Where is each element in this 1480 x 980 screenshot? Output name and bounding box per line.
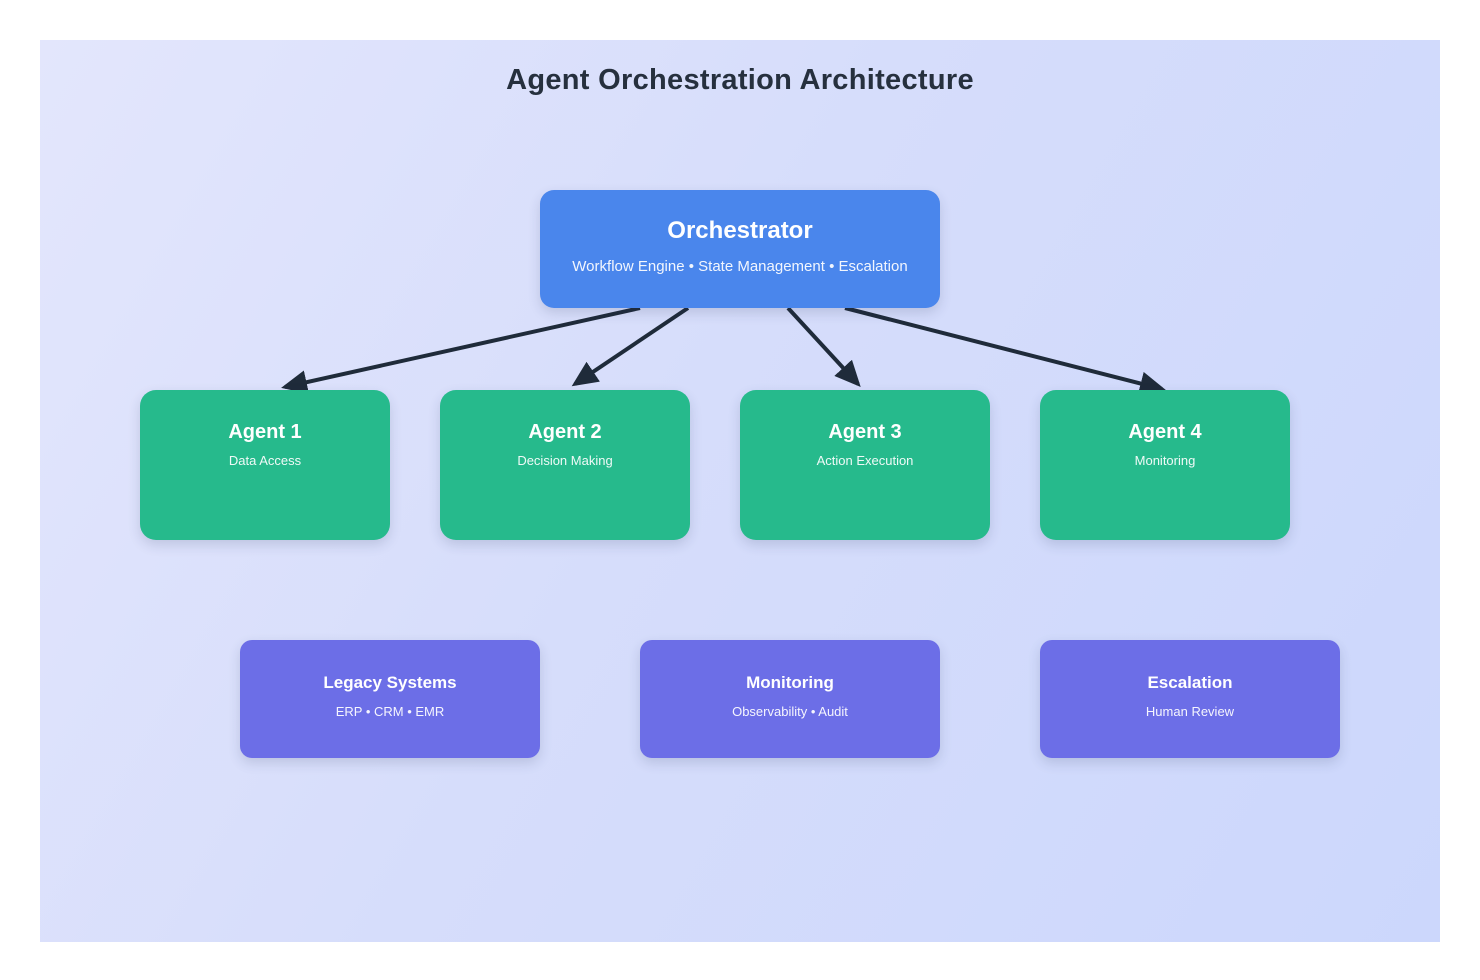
escalation-node: Escalation Human Review — [1040, 640, 1340, 758]
agent-1-title: Agent 1 — [228, 421, 302, 443]
arrow-orchestrator-to-agent-2 — [571, 306, 690, 387]
orchestrator-node: Orchestrator Workflow Engine • State Man… — [540, 190, 940, 308]
escalation-title: Escalation — [1147, 673, 1233, 692]
agent-2-title: Agent 2 — [528, 421, 602, 443]
legacy-systems-title: Legacy Systems — [323, 673, 457, 692]
agent-4-subtitle: Monitoring — [1134, 453, 1196, 468]
agent-3-title: Agent 3 — [828, 421, 902, 443]
arrow-orchestrator-to-agent-4 — [844, 306, 1166, 396]
agent-1-node: Agent 1 Data Access — [140, 390, 390, 540]
arrow-orchestrator-to-agent-1 — [281, 306, 641, 394]
agent-4-node: Agent 4 Monitoring — [1040, 390, 1290, 540]
monitoring-node: Monitoring Observability • Audit — [640, 640, 940, 758]
agent-3-subtitle: Action Execution — [816, 453, 914, 468]
monitoring-title: Monitoring — [746, 673, 834, 692]
diagram-canvas: Agent Orchestration Architecture Orchest… — [40, 40, 1440, 942]
legacy-systems-node: Legacy Systems ERP • CRM • EMR — [240, 640, 540, 758]
orchestrator-title: Orchestrator — [667, 217, 813, 244]
orchestrator-subtitle: Workflow Engine • State Management • Esc… — [572, 258, 908, 275]
agent-2-node: Agent 2 Decision Making — [440, 390, 690, 540]
agent-4-title: Agent 4 — [1128, 421, 1202, 443]
diagram-title: Agent Orchestration Architecture — [506, 64, 974, 96]
legacy-systems-subtitle: ERP • CRM • EMR — [335, 704, 445, 719]
agent-2-subtitle: Decision Making — [517, 453, 613, 468]
arrow-orchestrator-to-agent-3 — [786, 306, 861, 387]
agent-3-node: Agent 3 Action Execution — [740, 390, 990, 540]
monitoring-subtitle: Observability • Audit — [732, 704, 848, 719]
escalation-subtitle: Human Review — [1145, 704, 1235, 719]
agent-1-subtitle: Data Access — [228, 453, 302, 468]
